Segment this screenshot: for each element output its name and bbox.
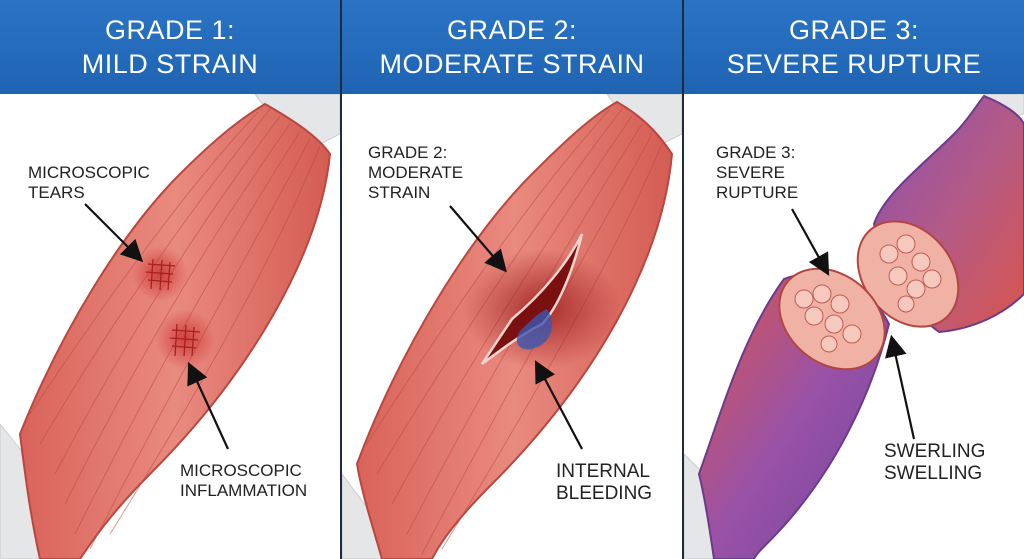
panel-3-header: GRADE 3: SEVERE RUPTURE bbox=[684, 0, 1024, 94]
label-internal-bleeding: INTERNAL BLEEDING bbox=[556, 461, 653, 504]
panel-1-title-line-1: GRADE 1: bbox=[104, 15, 236, 45]
arrow-bleeding bbox=[534, 360, 583, 450]
panel-1-header: GRADE 1: MILD STRAIN bbox=[0, 0, 340, 94]
panel-1-title-line-2: MILD STRAIN bbox=[81, 49, 259, 79]
panel-3-title-line-1: GRADE 3: bbox=[788, 15, 920, 45]
moderate-strain-illustration bbox=[342, 94, 682, 559]
lower-fascicles bbox=[794, 284, 862, 353]
panel-3-title-line-2: SEVERE RUPTURE bbox=[726, 49, 982, 79]
panel-2-title-line-1: GRADE 2: bbox=[446, 15, 578, 45]
panel-grade-3: GRADE 3: SEVERE RUPTURE bbox=[684, 0, 1024, 559]
muscle-fibers bbox=[29, 108, 321, 550]
internal-bleeding bbox=[516, 309, 552, 350]
panel-grade-2: GRADE 2: MODERATE STRAIN bbox=[342, 0, 682, 559]
panel-2-header: GRADE 2: MODERATE STRAIN bbox=[342, 0, 682, 94]
partial-tear bbox=[480, 233, 584, 366]
panel-grade-1: GRADE 1: MILD STRAIN bbox=[0, 0, 340, 559]
arrow-grade-2 bbox=[449, 205, 507, 273]
label-grade-3-note: GRADE 3: SEVERE RUPTURE bbox=[716, 143, 799, 202]
arrow-swelling bbox=[885, 334, 916, 440]
microtears-1 bbox=[145, 258, 176, 291]
arrow-tears bbox=[84, 203, 144, 263]
label-microscopic-tears: MICROSCOPIC TEARS bbox=[28, 163, 150, 202]
microtears-2 bbox=[169, 323, 201, 357]
arrow-inflammation bbox=[187, 361, 230, 450]
mild-strain-illustration bbox=[0, 94, 340, 559]
label-grade-2-note: GRADE 2: MODERATE STRAIN bbox=[368, 143, 464, 202]
severe-rupture-illustration bbox=[684, 94, 1024, 559]
tear-spot-1 bbox=[132, 246, 188, 302]
label-swelling: SWERLING SWELLING bbox=[884, 441, 986, 484]
label-microscopic-inflammation: MICROSCOPIC INFLAMMATION bbox=[180, 461, 308, 500]
upper-fascicles bbox=[879, 234, 942, 313]
arrow-rupture bbox=[791, 208, 830, 276]
panel-2-title-line-2: MODERATE STRAIN bbox=[379, 49, 645, 79]
